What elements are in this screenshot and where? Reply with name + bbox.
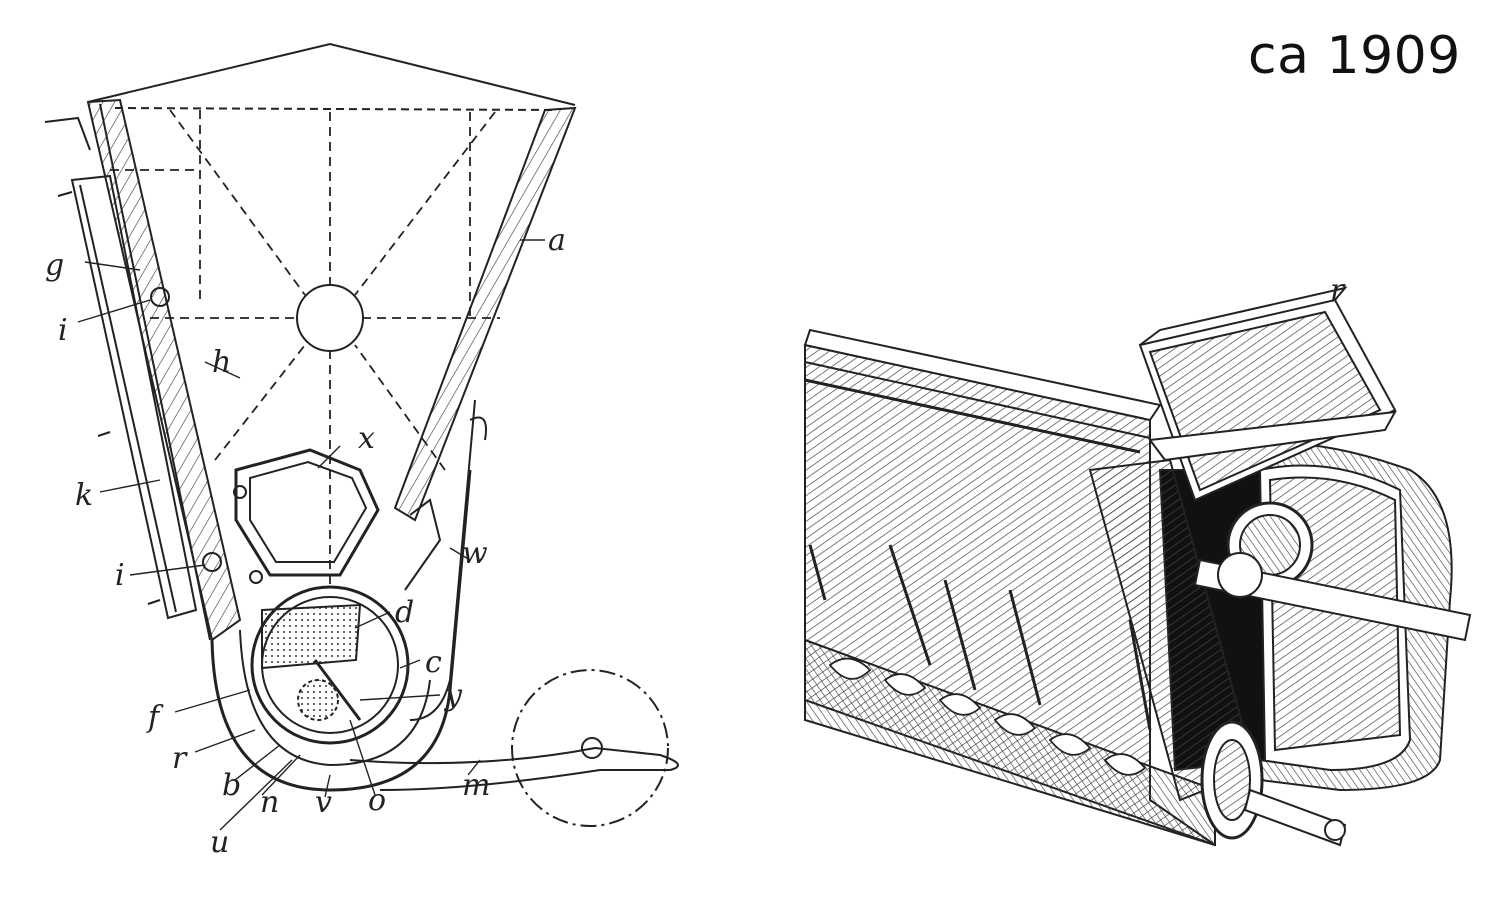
hopper-labels: a g i h x k w i d c f y r b n v o m u: [45, 223, 566, 860]
label-h: h: [212, 345, 231, 380]
label-y: y: [443, 678, 463, 713]
label-x: x: [358, 421, 375, 456]
label-o: o: [368, 783, 386, 818]
label-r: r: [172, 741, 188, 776]
label-w: w: [462, 536, 488, 571]
label-k: k: [75, 478, 93, 513]
label-c: c: [425, 645, 442, 680]
label-r-right: r: [1330, 273, 1346, 308]
label-u: u: [210, 825, 229, 860]
label-d: d: [395, 595, 414, 630]
label-a: a: [548, 223, 566, 258]
label-f: f: [146, 700, 164, 735]
label-i-top: i: [58, 313, 68, 348]
label-m: m: [462, 768, 490, 803]
seed-drum-perspective-drawing: [803, 286, 1472, 847]
hopper-section-drawing: [44, 42, 679, 831]
label-n: n: [260, 785, 279, 820]
label-i-bottom: i: [115, 558, 125, 593]
label-b: b: [222, 768, 241, 803]
caption-year: ca 1909: [1248, 26, 1461, 86]
label-v: v: [315, 785, 332, 820]
label-g: g: [45, 248, 64, 283]
